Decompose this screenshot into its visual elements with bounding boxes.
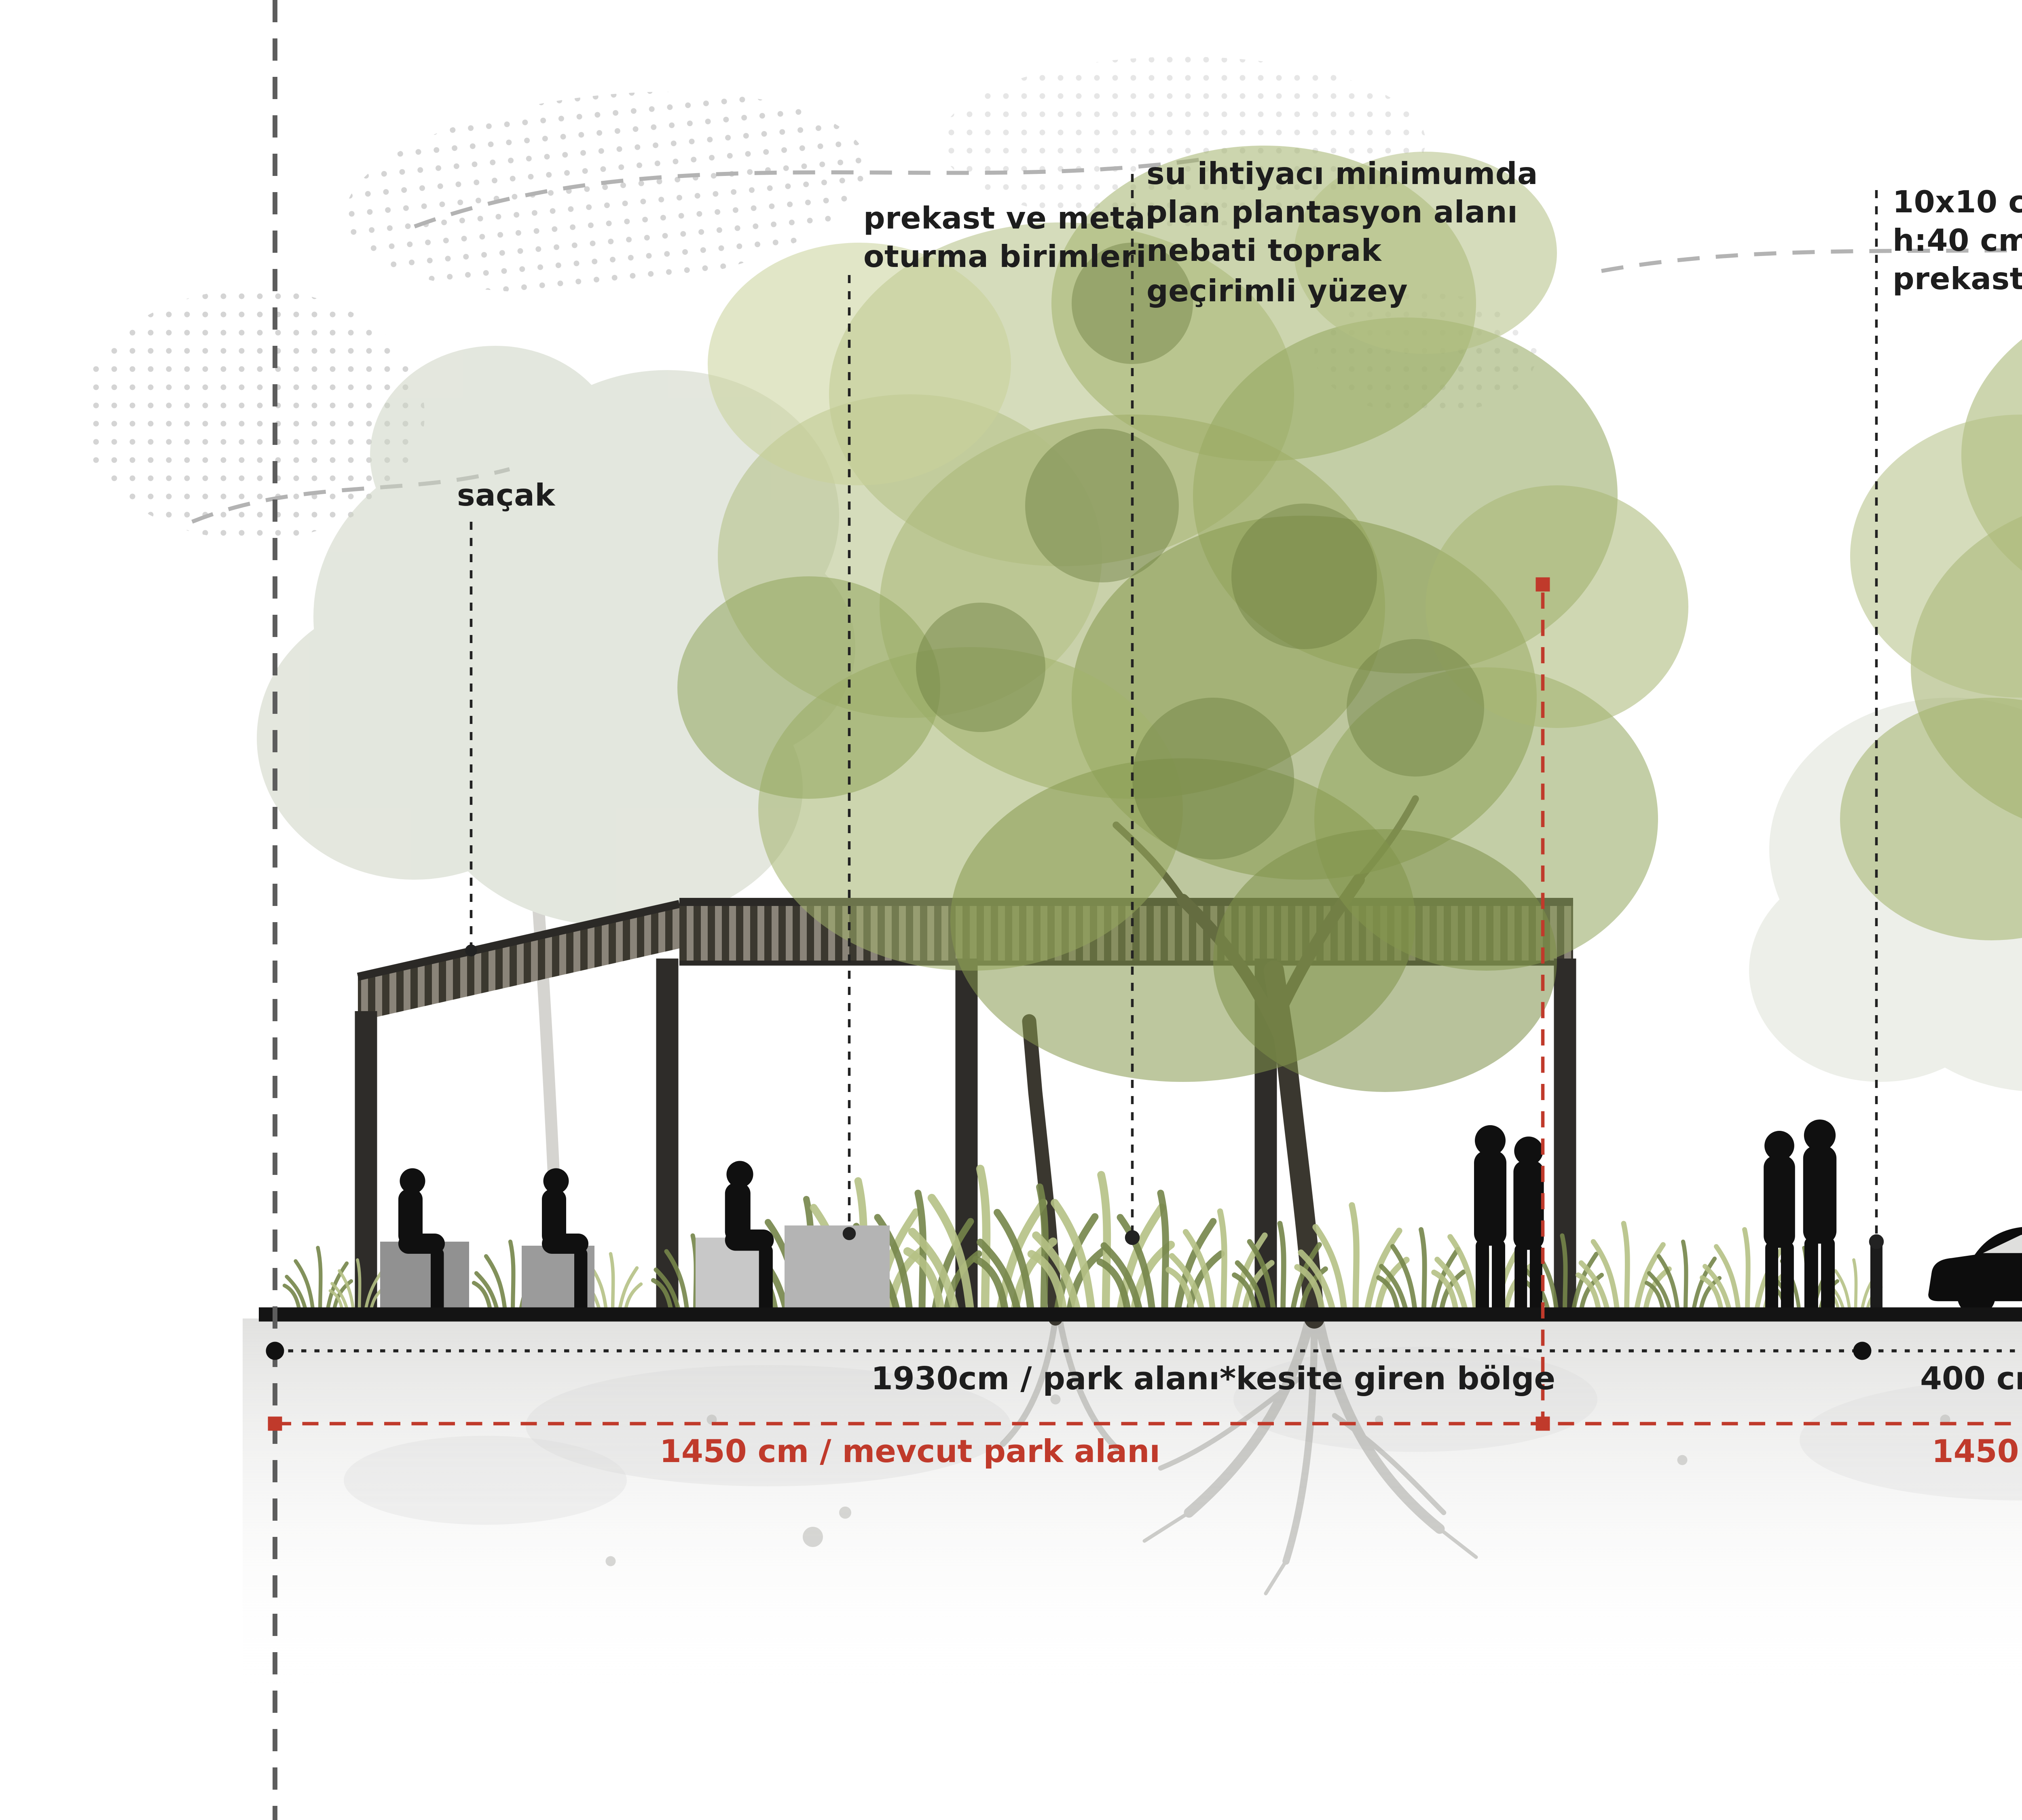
person-standing	[1474, 1125, 1506, 1314]
person-standing	[1513, 1136, 1544, 1314]
concrete-stopper-left	[1870, 1246, 1882, 1314]
soil-section	[243, 1318, 2022, 1693]
tree-canopy-right	[1840, 339, 2022, 940]
tree-canopy-left	[677, 146, 1688, 1092]
dimension-line-black	[266, 1342, 2022, 1360]
car-silhouette	[1928, 1227, 2022, 1316]
leader-lines	[465, 174, 1884, 1249]
section-boundaries	[273, 0, 277, 1820]
dimension-line-red	[268, 577, 2022, 1431]
